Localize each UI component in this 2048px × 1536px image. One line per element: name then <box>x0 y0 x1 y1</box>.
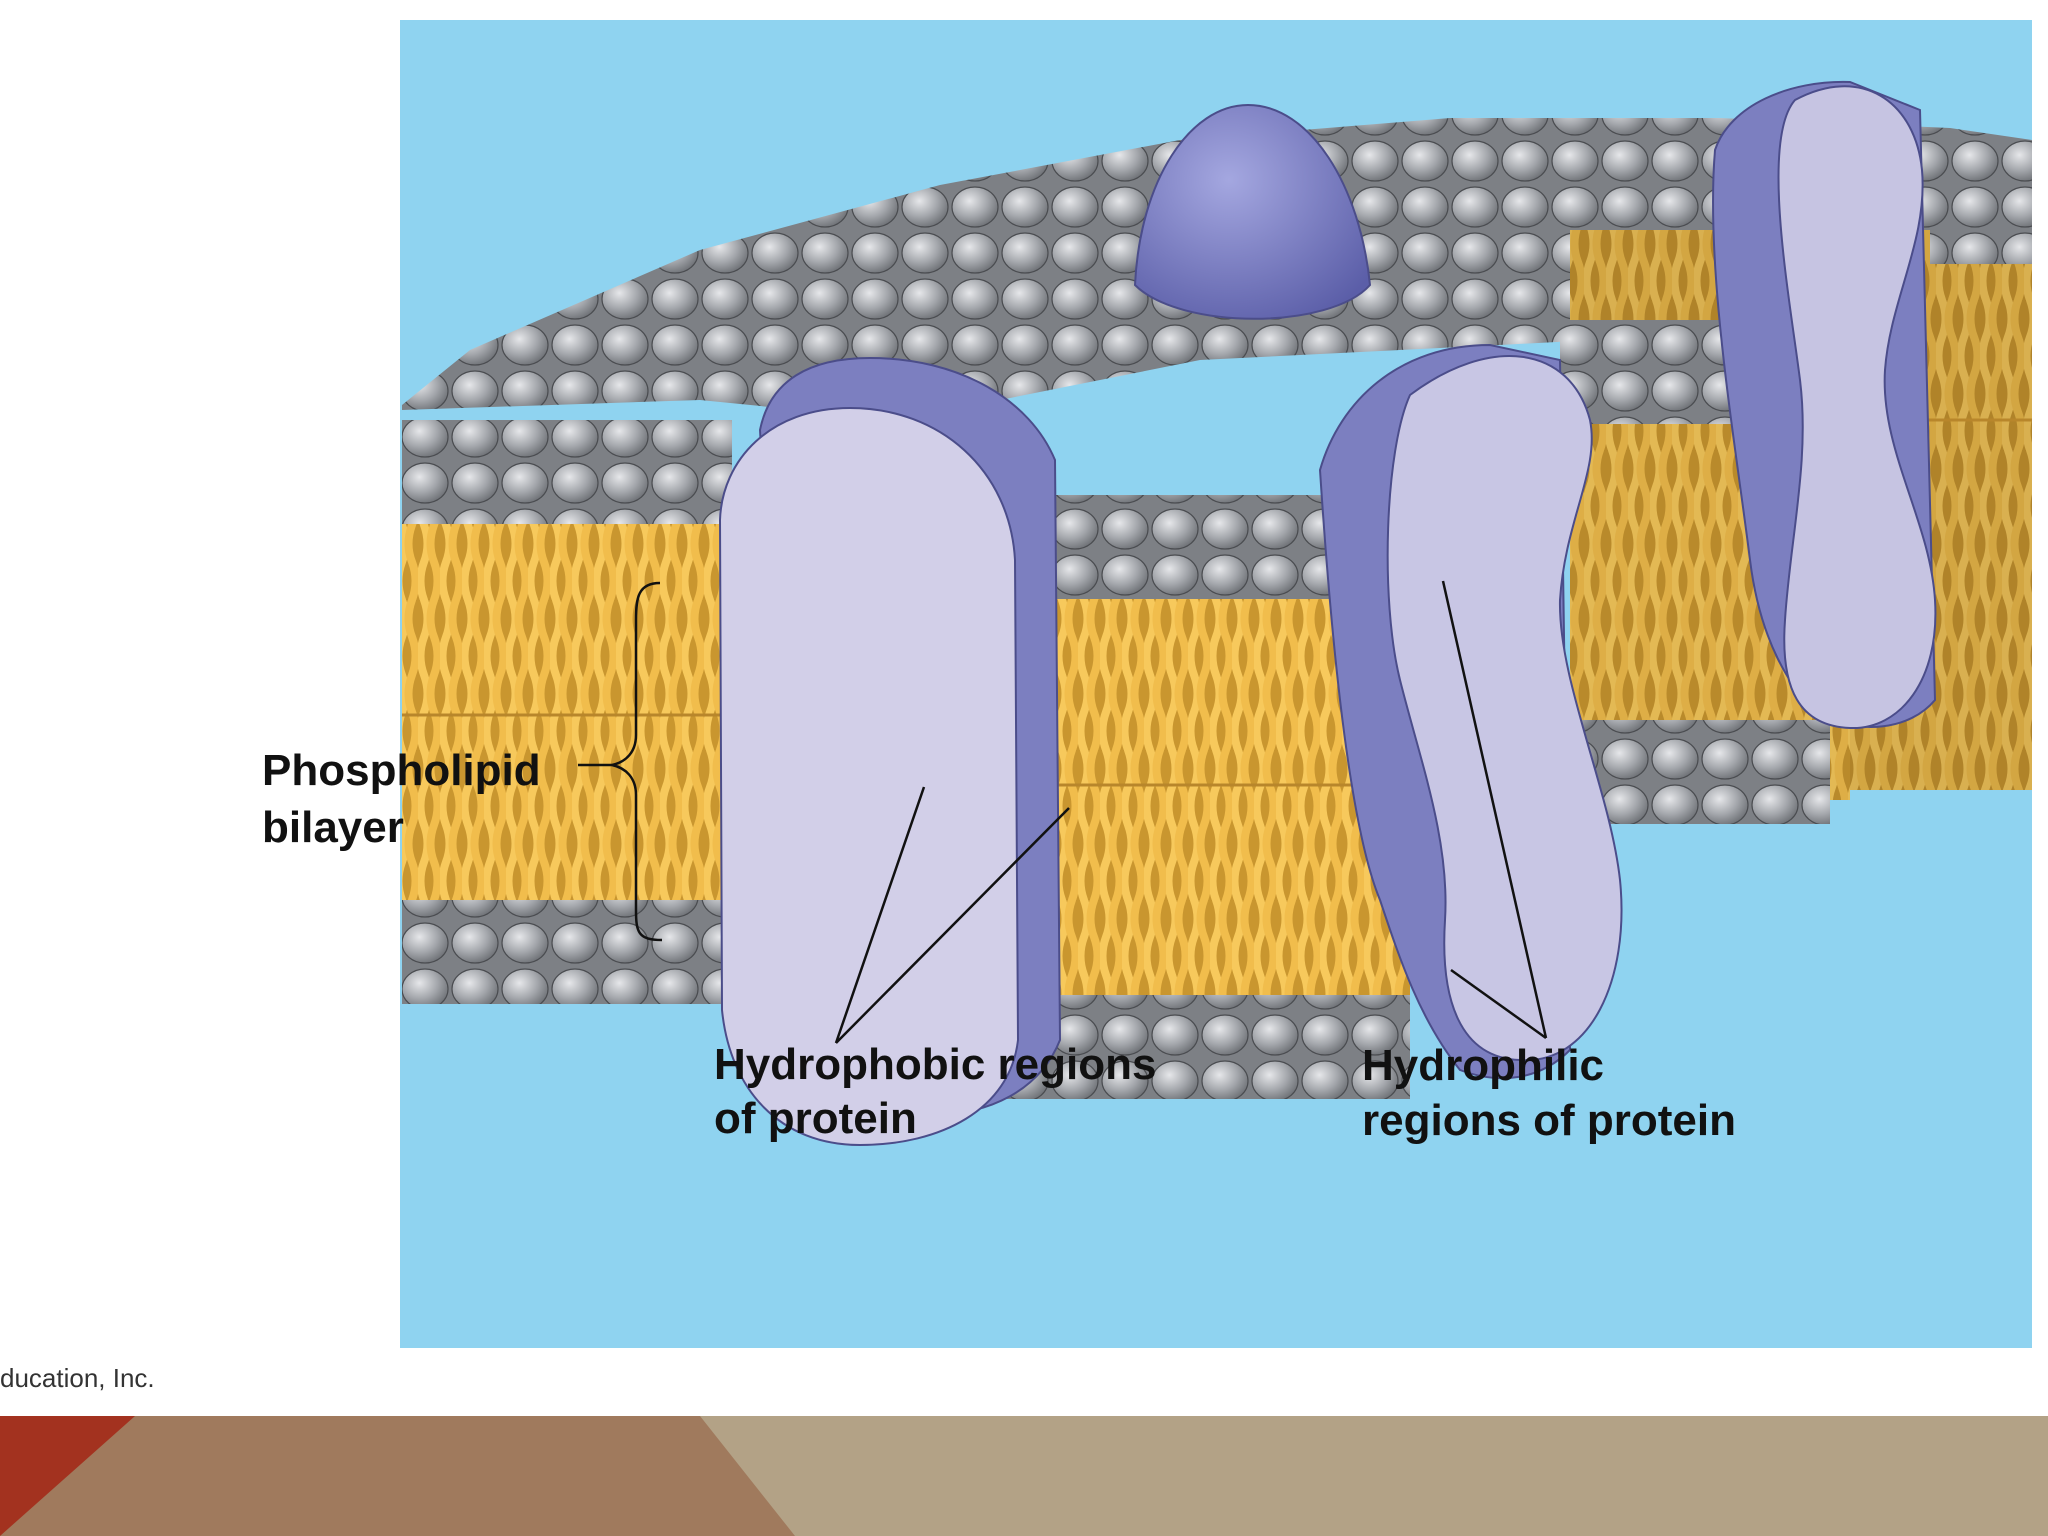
hydrophobic-label-line1: Hydrophobic regions <box>714 1040 1157 1089</box>
left-lipid-tails <box>402 515 732 945</box>
phospholipid-label-line2: bilayer <box>262 803 404 852</box>
hydrophilic-leader-2 <box>1450 968 1547 1040</box>
hydrophilic-label-line1: Hydrophilic <box>1362 1041 1605 1090</box>
left-bottom-head-row <box>402 900 732 1004</box>
phospholipid-label-line1: Phospholipid <box>262 746 541 795</box>
hydrophilic-label-line2: regions of protein <box>1362 1096 1736 1145</box>
publisher-credit: ducation, Inc. <box>0 1363 155 1393</box>
right-bottom-head-row <box>1580 720 1830 824</box>
left-protein-face <box>718 406 1020 1147</box>
footer-red-triangle <box>0 1416 135 1536</box>
hydrophobic-leader-1 <box>834 786 926 1044</box>
middle-protein-face <box>1386 355 1623 1062</box>
right-protein-face <box>1777 85 1937 730</box>
middle-bottom-head-row <box>1000 995 1410 1099</box>
hydrophobic-leader-2 <box>835 807 1070 1044</box>
hydrophilic-leader-1 <box>1441 580 1548 1039</box>
footer-brown-shape <box>0 1416 795 1536</box>
surface-protein-dome <box>1133 103 1372 320</box>
hydrophobic-label-line2: of protein <box>714 1094 917 1143</box>
left-top-head-row <box>402 420 732 524</box>
far-right-head-column <box>1930 160 2032 264</box>
